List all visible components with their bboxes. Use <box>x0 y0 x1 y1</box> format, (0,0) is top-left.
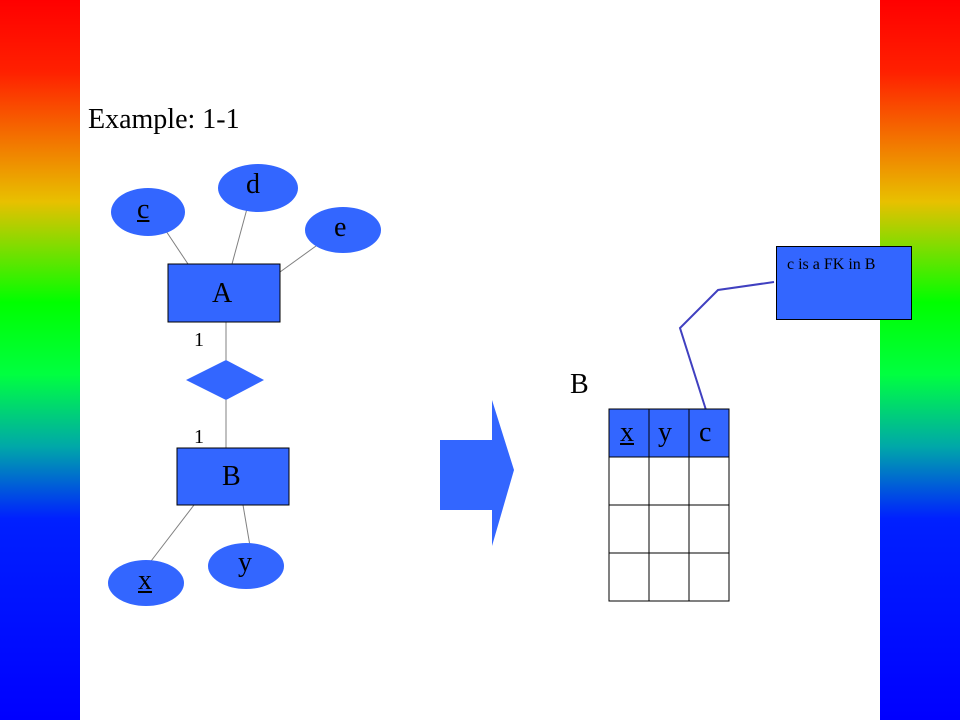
attribute-x-ellipse <box>108 560 184 606</box>
table-column-header: c <box>699 417 712 448</box>
table-column-header: y <box>658 417 672 448</box>
table-header-row <box>608 408 730 458</box>
entity-b-box <box>176 447 290 506</box>
attribute-y-ellipse <box>208 543 284 589</box>
cardinality-bottom: 1 <box>194 426 204 448</box>
entity-a-box <box>167 263 281 323</box>
attribute-x-label: x <box>138 565 152 596</box>
right-gradient-bar <box>880 0 960 720</box>
attribute-e-ellipse <box>305 207 381 253</box>
transform-arrow <box>440 400 514 546</box>
cardinality-top: 1 <box>194 329 204 351</box>
line-e-a <box>279 245 317 273</box>
entity-a-label: A <box>212 278 233 309</box>
attribute-c-label: c <box>137 194 150 225</box>
attribute-e-label: e <box>334 212 347 243</box>
relation-table <box>608 408 730 602</box>
attribute-c-ellipse <box>111 188 185 236</box>
left-gradient-bar <box>0 0 80 720</box>
fk-note-text: c is a FK in B <box>787 256 876 273</box>
attribute-y-label: y <box>238 547 252 578</box>
attribute-d-ellipse <box>218 164 298 212</box>
line-d-a <box>231 204 249 265</box>
relationship-diamond <box>186 360 264 400</box>
line-b-y <box>242 504 251 547</box>
table-column-header: x <box>620 417 634 448</box>
fk-note: c is a FK in B <box>776 246 912 320</box>
line-b-x <box>147 504 195 566</box>
slide-canvas <box>80 0 880 720</box>
entity-b-label: B <box>222 461 241 492</box>
slide-title: Example: 1-1 <box>88 104 240 135</box>
table-name: B <box>570 369 589 400</box>
table-body <box>608 456 730 602</box>
fk-connector <box>678 281 775 411</box>
attribute-d-label: d <box>246 169 260 200</box>
